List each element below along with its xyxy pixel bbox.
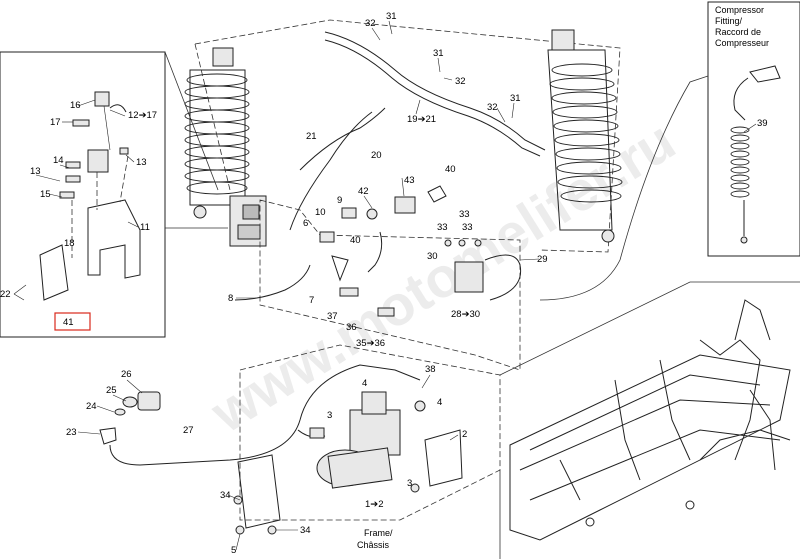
svg-text:Frame/: Frame/ [364,528,393,538]
frame-label: Frame/ Châssis [357,528,393,550]
central-fittings [234,185,522,317]
watermark: www.motomelifer.ru [199,108,685,444]
callout-43: 43 [404,175,415,186]
callout-22: 22 [0,289,11,300]
svg-text:Compressor: Compressor [715,5,764,15]
callout-7: 7 [309,295,314,306]
callout-6: 6 [303,218,308,229]
callout-18: 18 [64,238,75,249]
callout-34: 34 [300,525,311,536]
svg-text:Châssis: Châssis [357,540,390,550]
callout-13: 13 [136,157,147,168]
left-shock-absorber [184,47,250,219]
callout-21: 21 [306,131,317,142]
callout-16: 16 [70,100,81,111]
callout-31: 31 [510,93,521,104]
callout-14: 14 [53,155,64,166]
callout-25: 25 [106,385,117,396]
callout-42: 42 [358,186,369,197]
callout-10: 10 [315,207,326,218]
callout-3: 3 [407,478,412,489]
callout-19-21: 19➔21 [407,114,436,125]
bracket-detail-inset [0,51,166,338]
right-shock-absorber [547,29,623,243]
callout-32: 32 [487,102,498,113]
compressor-fitting-label: Compressor Fitting/ Raccord de Compresse… [715,5,769,48]
callout-20: 20 [371,150,382,161]
callout-40: 40 [445,164,456,175]
inlet-fittings [99,391,161,445]
callout-33: 33 [437,222,448,233]
callout-28-30: 28➔30 [451,309,480,320]
callout-33: 33 [462,222,473,233]
callout-41: 41 [63,317,74,328]
callout-29: 29 [537,254,548,265]
callout-38: 38 [425,364,436,375]
callout-2: 2 [462,429,467,440]
callout-34: 34 [220,490,231,501]
callout-13: 13 [30,166,41,177]
callout-37: 37 [327,311,338,322]
svg-text:Raccord de: Raccord de [715,27,761,37]
svg-text:Compresseur: Compresseur [715,38,769,48]
callout-27: 27 [183,425,194,436]
callout-5: 5 [231,545,236,556]
callout-36: 36 [346,322,357,333]
callout-15: 15 [40,189,51,200]
callout-9: 9 [337,195,342,206]
compressor-fitting-inset [707,1,800,257]
callout-32: 32 [455,76,466,87]
callout-3: 3 [327,410,332,421]
bracket-assembly-drawing [39,91,141,301]
svg-text:www.motomelifer.ru: www.motomelifer.ru [199,108,685,444]
callout-24: 24 [86,401,97,412]
callout-39: 39 [757,118,768,129]
callout-30: 30 [427,251,438,262]
callout-4: 4 [362,378,367,389]
callout-23: 23 [66,427,77,438]
svg-text:Fitting/: Fitting/ [715,16,743,26]
callout-26: 26 [121,369,132,380]
callout-11: 11 [140,222,150,233]
callout-31: 31 [386,11,397,22]
compressor-assembly [233,391,463,535]
frame-chassis [509,299,791,541]
air-valve-block [229,195,267,247]
compressor-fitting-hose [730,65,781,244]
callout-31: 31 [433,48,444,59]
leader-lines [13,20,757,551]
callout-1-2: 1➔2 [365,499,384,510]
callout-33: 33 [459,209,470,220]
callout-4: 4 [437,397,442,408]
callout-40: 40 [350,235,361,246]
callout-8: 8 [228,293,233,304]
callout-17: 17 [50,117,61,128]
callout-35-36: 35➔36 [356,338,385,349]
callout-32: 32 [365,18,376,29]
callout-12-17: 12➔17 [128,110,157,121]
part-41-highlight-box [54,312,91,331]
callout-labels: 1➔2 2 3 3 4 4 5 6 7 8 9 10 11 12➔17 13 1… [0,11,768,556]
